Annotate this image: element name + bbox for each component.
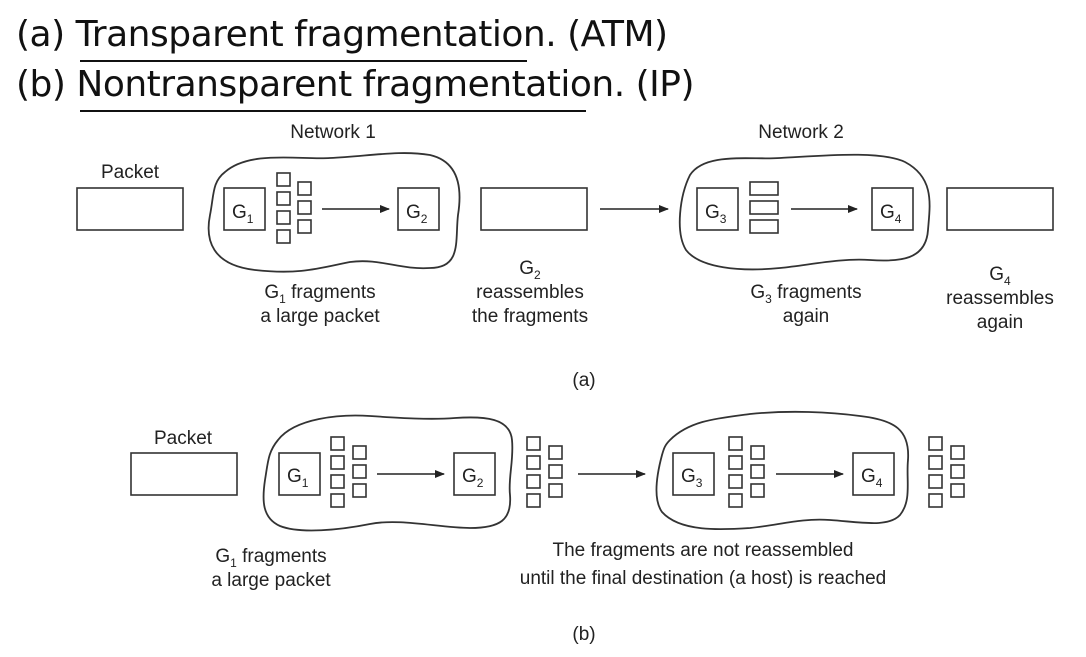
- caption-g1-b-line1: G1 fragments: [215, 546, 326, 570]
- g4-a-label: G4: [880, 202, 902, 226]
- g2-a-label: G2: [406, 202, 428, 226]
- caption-g4-a-line3: again: [977, 312, 1024, 333]
- network-1-cloud-b: [262, 414, 514, 532]
- g3-a-label: G3: [705, 202, 727, 226]
- packet-label-a: Packet: [101, 162, 160, 183]
- gateway-g2-b: [453, 452, 496, 496]
- fragments-g1-b: [330, 436, 367, 508]
- caption-g1-b-line2: a large packet: [211, 570, 331, 591]
- fragments-g1-a: [276, 172, 312, 244]
- g3-b-label: G3: [681, 466, 703, 490]
- g2-b-label: G2: [462, 466, 484, 490]
- gateway-g4-b: [852, 452, 895, 496]
- network-2-label: Network 2: [758, 122, 844, 143]
- caption-g2-a-line2: reassembles: [476, 282, 584, 303]
- g4-b-label: G4: [861, 466, 883, 490]
- nontransparent-fragmentation-link[interactable]: Nontransparent fragmentation.: [76, 64, 625, 105]
- heading-transparent: (a) Transparent fragmentation. (ATM): [16, 14, 668, 55]
- network-2-cloud-b: [655, 410, 909, 531]
- fragments-between-networks-b: [526, 436, 563, 508]
- caption-right-b-line1: The fragments are not reassembled: [553, 540, 854, 561]
- network-2-cloud: [678, 153, 931, 271]
- network-1-cloud: [207, 152, 461, 273]
- packet-box-a: [76, 187, 184, 231]
- fragments-g3-b: [728, 436, 765, 508]
- panel-label-b: (b): [572, 624, 595, 645]
- caption-g2-a-line1: G2: [519, 258, 541, 282]
- packet-box-b: [130, 452, 238, 496]
- diagram-a: Packet Network 1 G1 G2 Network 2 G3: [76, 122, 1054, 391]
- caption-g1-a-line1: G1 fragments: [264, 282, 375, 306]
- caption-g1-a-line2: a large packet: [260, 306, 380, 327]
- packet-label-b: Packet: [154, 428, 213, 449]
- underline-a: [80, 60, 527, 62]
- heading-a-suffix: (ATM): [556, 14, 668, 55]
- g1-a-label: G1: [232, 202, 254, 226]
- gateway-g1-a: [223, 187, 266, 231]
- fragments-at-destination-b: [928, 436, 965, 508]
- caption-g4-a-line2: reassembles: [946, 288, 1054, 309]
- heading-nontransparent: (b) Nontransparent fragmentation. (IP): [16, 64, 695, 105]
- network-1-label: Network 1: [290, 122, 376, 143]
- reassembled-packet-box-a: [480, 187, 588, 231]
- panel-label-a: (a): [572, 370, 595, 391]
- g1-b-label: G1: [287, 466, 309, 490]
- caption-right-b-line2: until the final destination (a host) is …: [520, 568, 887, 589]
- heading-a-prefix: (a): [16, 14, 76, 55]
- heading-b-prefix: (b): [16, 64, 77, 105]
- fragments-g3-a: [749, 181, 779, 234]
- gateway-g4-a: [871, 187, 914, 231]
- gateway-g1-b: [278, 452, 321, 496]
- caption-g3-a-line2: again: [783, 306, 830, 327]
- underline-b: [80, 110, 586, 112]
- gateway-g3-a: [696, 187, 739, 231]
- caption-g2-a-line3: the fragments: [472, 306, 588, 327]
- caption-g3-a-line1: G3 fragments: [750, 282, 861, 306]
- final-packet-box-a: [946, 187, 1054, 231]
- diagram-b: Packet G1 G2 G3: [130, 410, 965, 645]
- caption-g4-a-line1: G4: [989, 264, 1011, 288]
- transparent-fragmentation-link[interactable]: Transparent fragmentation.: [75, 14, 557, 55]
- gateway-g3-b: [672, 452, 715, 496]
- heading-b-suffix: (IP): [624, 64, 695, 105]
- gateway-g2-a: [397, 187, 440, 231]
